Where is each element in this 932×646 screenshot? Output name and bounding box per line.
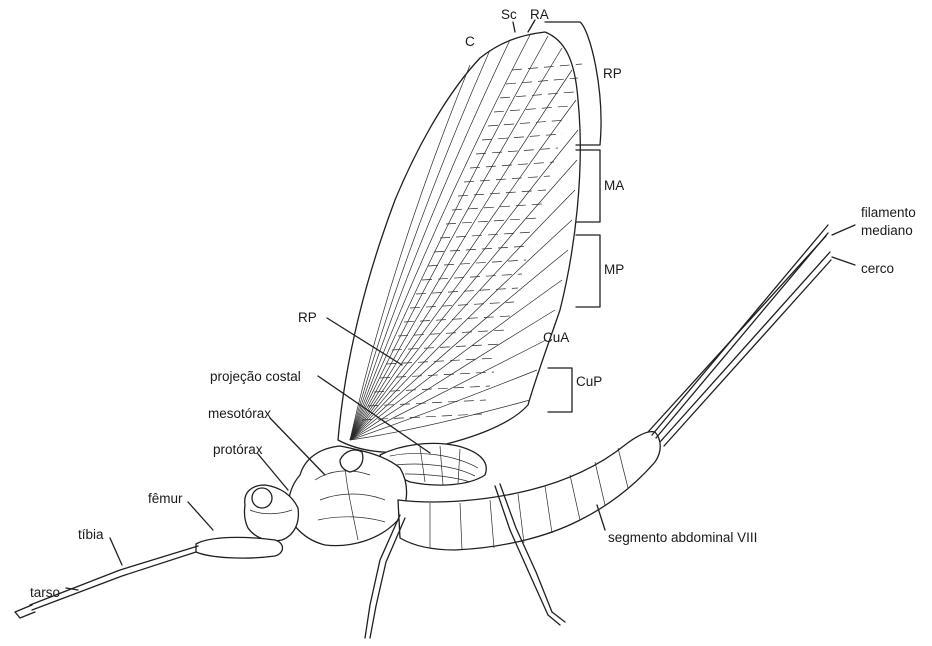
forewing [338,32,582,452]
label-cup: CuP [576,374,602,389]
label-femur: fêmur [148,491,183,506]
compound-eye [252,488,272,508]
label-mp: MP [604,262,624,277]
label-cua: CuA [543,330,569,345]
label-c: C [465,34,475,49]
label-sc: Sc [501,7,517,22]
label-filamento: filamento [861,205,916,220]
label-rp-left: RP [298,310,317,325]
tail-filaments [648,225,831,446]
label-cerco: cerco [861,261,894,276]
label-rp-top: RP [603,66,622,81]
label-mediano: mediano [861,223,913,238]
label-projecao-costal: projeção costal [210,369,301,384]
label-segmento: segmento abdominal VIII [608,530,757,545]
label-tibia: tíbia [78,527,104,542]
foreleg-femur [196,537,283,558]
label-tarso: tarso [30,585,60,600]
label-protorax: protórax [213,442,263,457]
label-mesotorax: mesotórax [208,406,271,421]
label-ma: MA [604,178,624,193]
label-ra: RA [530,7,549,22]
